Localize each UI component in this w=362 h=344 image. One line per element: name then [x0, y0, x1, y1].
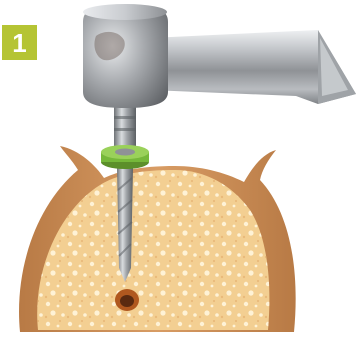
- handpiece-head: [83, 4, 168, 108]
- bone-pores-texture: [0, 150, 362, 339]
- handpiece-handle: [150, 30, 356, 104]
- step-number-badge: 1: [2, 25, 37, 60]
- depth-stop-ring: [101, 145, 149, 169]
